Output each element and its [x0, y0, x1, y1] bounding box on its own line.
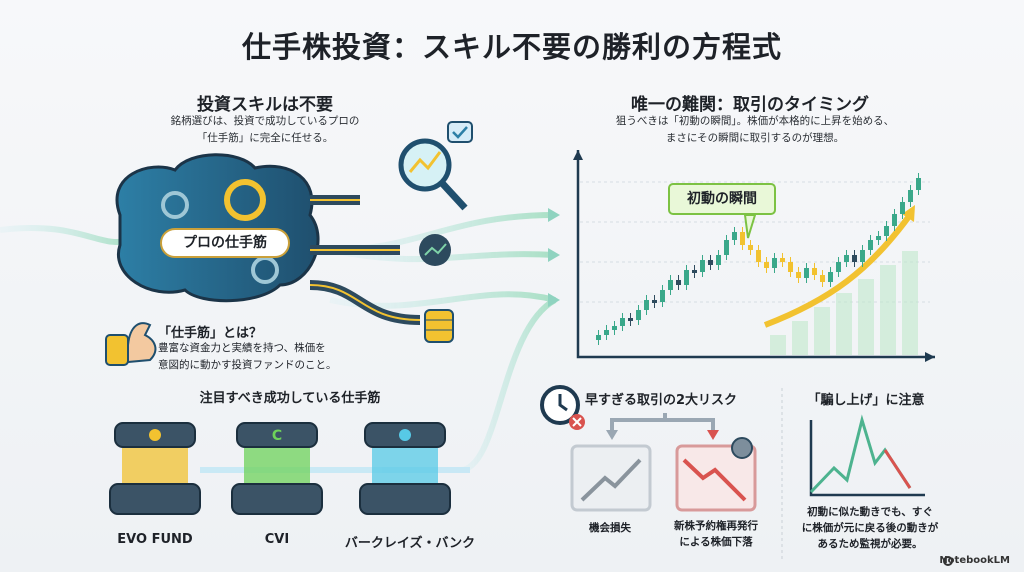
candlestick [844, 255, 849, 262]
candlestick [644, 300, 649, 310]
growth-bar [858, 279, 874, 355]
candlestick [804, 268, 809, 278]
candlestick [796, 272, 801, 278]
candlestick [788, 262, 793, 272]
growth-bar [836, 293, 852, 355]
right-heading: 唯一の難関：取引のタイミング [631, 95, 869, 115]
initial-move-callout: 初動の瞬間 [668, 183, 776, 215]
risk-label-dilution: 新株予約権再発行 による株価下落 [656, 518, 776, 550]
risk-label-line: 新株予約権再発行 [674, 520, 758, 532]
left-subtitle: 銘柄選びは、投資で成功しているプロの 「仕手筋」に完全に任せる。 [120, 113, 410, 147]
definition-text: 豊富な資金力と実績を持つ、株価を 意図的に動かす投資ファンドのこと。 [158, 340, 337, 374]
fake-rally-text: 初動に似た動きでも、すぐ に株価が元に戻る後の動きが あるため監視が必要。 [790, 504, 950, 552]
candlestick [636, 310, 641, 320]
fund-label-barclays: バークレイズ・バンク [344, 536, 476, 551]
candlestick [772, 258, 777, 268]
notebooklm-branding: NotebookLM [939, 555, 1010, 566]
right-subtitle-line: 狙うべきは「初動の瞬間」。株価が本格的に上昇を始める、 [615, 115, 895, 127]
opportunity-loss-icon [570, 444, 652, 512]
candlestick [908, 190, 913, 202]
definition-line: 意図的に動かす投資ファンドのこと。 [158, 359, 337, 371]
candlestick [868, 240, 873, 250]
candlestick [780, 258, 785, 262]
candlestick [884, 226, 889, 236]
fund-label-evo: EVO FUND [117, 532, 193, 547]
arrowheads [548, 208, 560, 307]
rising-arrow [763, 213, 913, 328]
candlestick [604, 330, 609, 335]
candlestick [892, 214, 897, 226]
brain-icon [115, 153, 421, 325]
left-heading: 投資スキルは不要 [197, 95, 333, 115]
candlestick [732, 232, 737, 240]
left-subtitle-line: 銘柄選びは、投資で成功しているプロの [170, 115, 360, 127]
fake-rally-line: に株価が元に戻る後の動きが [801, 522, 939, 534]
candlestick [700, 260, 705, 272]
fund-label-cvi: CVI [264, 532, 290, 547]
svg-text:C: C [272, 428, 282, 444]
candlestick [900, 202, 905, 214]
candlestick [812, 268, 817, 275]
candlestick [756, 250, 761, 262]
left-subtitle-line: 「仕手筋」に完全に任せる。 [196, 132, 334, 144]
candlestick [820, 275, 825, 282]
growth-bar [880, 265, 896, 355]
fake-rally-chart-icon [809, 414, 925, 497]
definition-heading: 「仕手筋」とは？ [158, 326, 263, 341]
chart-node-icon [419, 234, 451, 266]
fund-server-evo-icon [109, 422, 201, 515]
growth-bar [792, 321, 808, 355]
candlestick [652, 300, 657, 303]
candlestick [628, 318, 633, 321]
fake-rally-heading: 「騙し上げ」に注意 [807, 393, 925, 408]
magnifier-icon [398, 138, 468, 211]
right-subtitle: 狙うべきは「初動の瞬間」。株価が本格的に上昇を始める、 まさにその瞬間に取引する… [560, 113, 950, 147]
fake-rally-line: 初動に似た動きでも、すぐ [807, 506, 933, 518]
candlestick [692, 270, 697, 273]
candlestick [684, 270, 689, 285]
candlestick [852, 255, 857, 262]
growth-bar [902, 251, 918, 355]
muscle-coins-icon [105, 322, 157, 366]
candlestick [860, 250, 865, 262]
clock-warning-icon [540, 385, 585, 430]
fake-rally-line: あるため監視が必要。 [817, 538, 923, 550]
risk-label-opportunity-loss: 機会損失 [589, 522, 631, 534]
candlestick [596, 335, 601, 340]
candlestick [612, 326, 617, 330]
branch-arrows [610, 413, 715, 432]
candlestick [724, 240, 729, 255]
candlestick [716, 255, 721, 265]
fund-server-cvi-icon: C [231, 422, 323, 515]
notebooklm-logo-icon [943, 556, 953, 566]
growth-bar [770, 335, 786, 355]
check-badge-icon [447, 121, 473, 143]
candlestick [660, 290, 665, 302]
risk-heading: 早すぎる取引の2大リスク [585, 393, 738, 408]
definition-line: 豊富な資金力と実績を持つ、株価を [158, 342, 326, 354]
brain-label: プロの仕手筋 [160, 228, 290, 258]
candlestick [748, 245, 753, 250]
candlestick [916, 178, 921, 190]
dilution-drop-icon [675, 437, 757, 512]
candlestick [740, 232, 745, 245]
candlestick [828, 272, 833, 282]
funds-heading: 注目すべき成功している仕手筋 [199, 391, 381, 406]
growth-bar [814, 307, 830, 355]
page-title: 仕手株投資：スキル不要の勝利の方程式 [241, 30, 782, 64]
coins-icon [424, 309, 454, 343]
candlestick [836, 262, 841, 272]
candlestick [676, 280, 681, 285]
timing-chart [573, 150, 935, 362]
candlestick [668, 280, 673, 290]
fund-server-barclays-icon [359, 422, 451, 515]
candlestick [876, 236, 881, 240]
candlestick [764, 262, 769, 268]
candlestick [708, 260, 713, 265]
risk-label-line: による株価下落 [679, 536, 753, 548]
candlestick [620, 318, 625, 326]
right-subtitle-line: まさにその瞬間に取引するのが理想。 [665, 132, 845, 144]
